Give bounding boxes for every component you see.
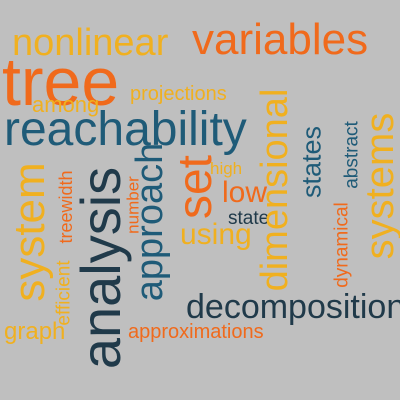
word-systems: systems: [358, 112, 400, 260]
word-graph: graph: [4, 318, 66, 345]
word-projections: projections: [130, 83, 227, 105]
word-nonlinear: nonlinear: [12, 22, 169, 64]
word-tree: tree: [2, 44, 120, 120]
word-variables: variables: [192, 15, 369, 64]
word-dimensional: dimensional: [254, 88, 296, 292]
word-efficient: efficient: [53, 260, 75, 326]
word-system: system: [5, 162, 54, 302]
word-among: among: [32, 92, 100, 117]
word-high: high: [210, 159, 243, 178]
word-analysis: analysis: [69, 166, 132, 370]
word-using: using: [180, 218, 252, 251]
word-reachability: reachability: [4, 103, 247, 156]
word-dynamical: dynamical: [331, 202, 353, 288]
word-decomposition: decomposition: [186, 288, 400, 326]
word-low: low: [222, 176, 268, 209]
word-state: state: [228, 208, 270, 229]
word-set: set: [169, 154, 222, 220]
word-approximations: approximations: [128, 321, 264, 343]
word-treewidth: treewidth: [56, 170, 76, 244]
word-states: states: [296, 125, 327, 199]
